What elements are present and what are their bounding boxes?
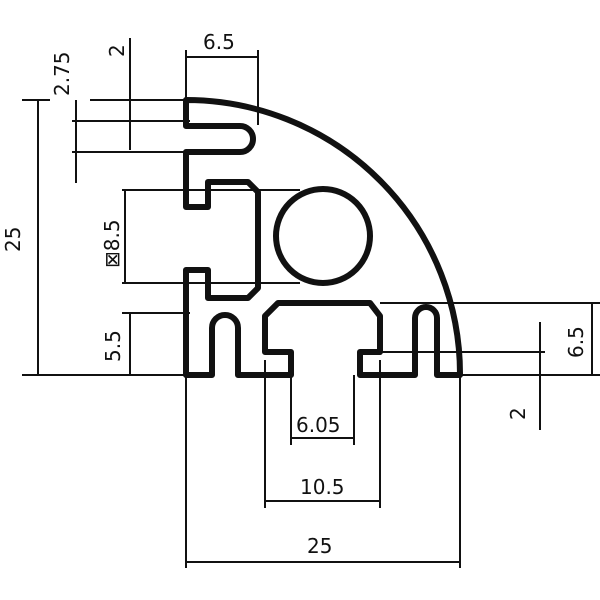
dimension-labels: 6.5 2 2.75 25 ⊠8.5 5.5 6.5 2 6.05 10.5 2… [1,30,588,558]
dim-right-slot-height: 6.5 [564,326,588,358]
dim-top-slot-offset: 2.75 [50,51,74,96]
dim-top-slot-width: 6.5 [203,30,235,54]
dim-overall-width: 25 [307,534,332,558]
extrusion-profile [183,97,464,378]
dim-top-offset: 2 [105,44,129,57]
bore-circle [273,186,373,286]
dim-slot-width: 10.5 [300,475,345,499]
profile-outline [183,97,464,378]
dim-bottom-offset: 2 [506,407,530,420]
dim-lower-slot-height: 5.5 [101,330,125,362]
dim-inner-slot-width: 6.05 [296,413,341,437]
dim-overall-height: 25 [1,227,25,252]
dim-bore: ⊠8.5 [100,219,124,268]
dimension-lines [22,38,600,568]
